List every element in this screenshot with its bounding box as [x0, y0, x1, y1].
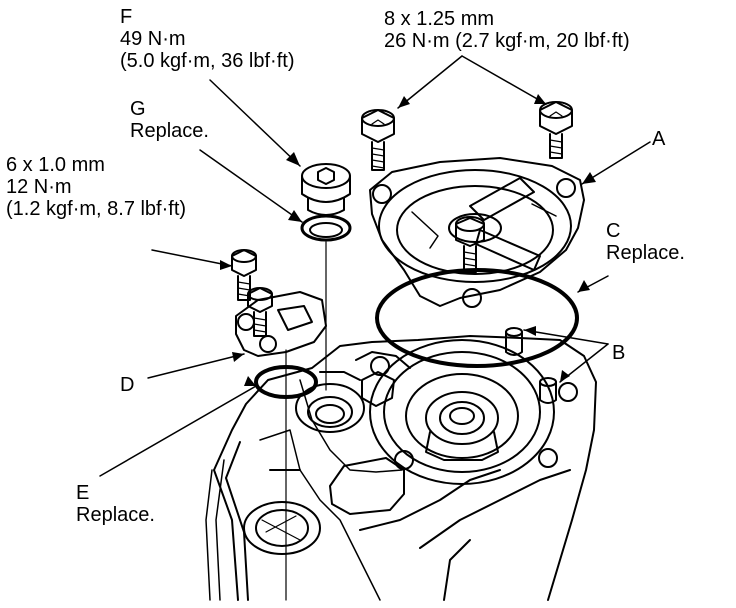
callout-c-letter: C [606, 220, 621, 242]
callout-f-torque: 49 N·m [120, 28, 186, 50]
center-cover-bolt [455, 216, 485, 273]
drain-plug-f [301, 163, 351, 216]
sealing-washer-g [300, 214, 352, 242]
transmission-housing [205, 327, 597, 601]
callout-g-note: Replace. [130, 120, 209, 142]
callout-top-bolts-size: 8 x 1.25 mm [384, 8, 495, 30]
leader-f [209, 79, 301, 167]
small-cover-bolt-2 [247, 287, 273, 337]
callout-b: B [612, 342, 625, 364]
callout-g-letter: G [130, 98, 146, 120]
callout-a: A [652, 128, 665, 150]
callout-f-torque-alt: (5.0 kgf·m, 36 lbf·ft) [120, 50, 295, 72]
leader-top-bolt-right [461, 55, 547, 105]
leader-g [199, 149, 303, 223]
o-ring-c [375, 268, 579, 368]
callout-g: G Replace. [130, 98, 209, 142]
callout-side-bolts-torque-alt: (1.2 kgf·m, 8.7 lbf·ft) [6, 198, 187, 220]
top-bolt-left [361, 109, 395, 171]
small-cover-d [235, 291, 327, 357]
leader-top-bolt-left [397, 55, 463, 109]
small-cover-bolt-1 [231, 249, 257, 301]
callout-top-bolts-torque: 26 N·m (2.7 kgf·m, 20 lbf·ft) [384, 30, 630, 52]
callout-side-bolts-torque: 12 N·m [6, 176, 72, 198]
leader-a [581, 141, 651, 185]
top-bolt-right [539, 101, 573, 159]
o-ring-e [254, 365, 318, 399]
leader-b-1 [523, 329, 609, 345]
callout-e: E Replace. [76, 482, 155, 526]
callout-side-bolts-size: 6 x 1.0 mm [6, 154, 105, 176]
callout-c-note: Replace. [606, 242, 685, 264]
callout-a-letter: A [652, 128, 666, 150]
callout-side-bolts: 6 x 1.0 mm 12 N·m (1.2 kgf·m, 8.7 lbf·ft… [6, 154, 186, 220]
leader-arrowheads [220, 94, 596, 386]
callout-f-letter: F [120, 6, 133, 28]
callout-b-letter: B [612, 342, 626, 364]
leader-side-bolts [151, 249, 233, 267]
callout-d-letter: D [120, 374, 135, 396]
leader-e [99, 385, 257, 477]
callout-c: C Replace. [606, 220, 685, 264]
callout-top-bolts: 8 x 1.25 mm 26 N·m (2.7 kgf·m, 20 lbf·ft… [384, 8, 630, 52]
main-cover-a [369, 157, 585, 308]
callout-d: D [120, 374, 134, 396]
callout-e-note: Replace. [76, 504, 155, 526]
callout-f: F 49 N·m (5.0 kgf·m, 36 lbf·ft) [120, 6, 295, 72]
leader-d [147, 353, 245, 379]
callout-e-letter: E [76, 482, 90, 504]
